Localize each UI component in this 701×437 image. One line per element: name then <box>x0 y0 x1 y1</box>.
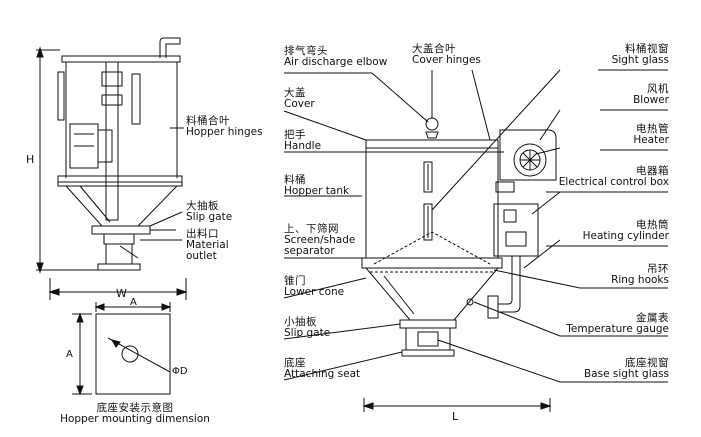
label-attaching-seat: 底座 Attaching seat <box>284 358 360 380</box>
blower-cn: 风机 <box>647 83 669 95</box>
dim-l: L <box>452 410 459 423</box>
hopper-hinges-cn: 料桶合叶 <box>186 115 230 127</box>
base-sight-glass-cn: 底座视窗 <box>625 357 669 369</box>
sight-glass-en: Sight glass <box>611 54 669 66</box>
label-slip-gate-small: 小抽板 Slip gate <box>284 317 330 339</box>
blower-en: Blower <box>633 94 669 106</box>
main-dryer <box>283 69 668 412</box>
label-cover: 大盖 Cover <box>284 88 315 110</box>
base-sight-glass-en: Base sight glass <box>583 368 669 380</box>
label-screen-separator: 上、下筛网 Screen/shade separator <box>284 224 355 257</box>
material-outlet-en2: outlet <box>186 250 217 262</box>
cover-en: Cover <box>284 98 315 110</box>
attaching-seat-en: Attaching seat <box>284 368 361 380</box>
cover-hinges-en: Cover hinges <box>412 54 481 66</box>
heater-cn: 电热管 <box>636 123 669 135</box>
attaching-seat-cn: 底座 <box>284 357 306 369</box>
slip-gate-large-en: Slip gate <box>186 211 233 223</box>
cover-hinges-cn: 大盖合叶 <box>412 43 456 55</box>
label-temperature-gauge: 金属表 Temperature gauge <box>566 313 669 335</box>
screen-separator-cn: 上、下筛网 <box>284 223 339 235</box>
dim-d: ΦD <box>172 366 188 377</box>
heater-en: Heater <box>633 134 669 146</box>
handle-en: Handle <box>284 140 322 152</box>
sight-glass-cn: 料桶视窗 <box>625 43 669 55</box>
slip-gate-small-cn: 小抽板 <box>284 316 317 328</box>
electrical-control-box-en: Electrical control box <box>558 176 669 188</box>
hopper-tank-cn: 料桶 <box>284 174 306 186</box>
dim-a-side: A <box>66 349 73 360</box>
material-outlet-en: Material <box>186 239 229 251</box>
left-dryer <box>36 37 188 300</box>
label-material-outlet: 出料口 Material outlet <box>186 229 229 262</box>
dim-w: W <box>116 287 127 300</box>
heating-cylinder-cn: 电热筒 <box>636 219 669 231</box>
temperature-gauge-en: Temperature gauge <box>566 323 669 335</box>
hopper-hinges-en: Hopper hinges <box>186 126 263 138</box>
label-lower-cone: 锥门 Lower cone <box>284 276 344 298</box>
label-sight-glass: 料桶视窗 Sight glass <box>612 44 669 66</box>
air-discharge-elbow-cn: 排气弯头 <box>284 45 328 57</box>
label-ring-hooks: 吊环 Ring hooks <box>611 264 669 286</box>
label-blower: 风机 Blower <box>633 84 669 106</box>
label-electrical-control-box: 电器箱 Electrical control box <box>559 166 669 188</box>
lower-cone-cn: 锥门 <box>284 275 306 287</box>
label-heating-cylinder: 电热筒 Heating cylinder <box>583 220 669 242</box>
screen-separator-en2: separator <box>284 245 335 257</box>
label-cover-hinges: 大盖合叶 Cover hinges <box>412 44 481 66</box>
label-hopper-tank: 料桶 Hopper tank <box>284 175 349 197</box>
label-hopper-hinges: 料桶合叶 Hopper hinges <box>186 116 263 138</box>
label-base-sight-glass: 底座视窗 Base sight glass <box>584 358 669 380</box>
slip-gate-small-en: Slip gate <box>284 327 331 339</box>
label-handle: 把手 Handle <box>284 130 321 152</box>
air-discharge-elbow-en: Air discharge elbow <box>284 56 388 68</box>
lower-cone-en: Lower cone <box>284 286 345 298</box>
heating-cylinder-en: Heating cylinder <box>582 230 669 242</box>
label-slip-gate-large: 大抽板 Slip gate <box>186 201 232 223</box>
ring-hooks-en: Ring hooks <box>611 274 669 286</box>
label-air-discharge-elbow: 排气弯头 Air discharge elbow <box>284 46 387 68</box>
mounting-plate <box>72 302 172 396</box>
label-mounting-dimension: 底座安装示意图 Hopper mounting dimension <box>60 403 210 425</box>
material-outlet-cn: 出料口 <box>186 228 219 240</box>
dim-a-top: A <box>130 297 137 308</box>
temperature-gauge-cn: 金属表 <box>636 312 669 324</box>
dim-h: H <box>26 153 35 166</box>
mounting-dimension-en: Hopper mounting dimension <box>60 413 210 425</box>
hopper-tank-en: Hopper tank <box>284 185 350 197</box>
label-heater: 电热管 Heater <box>633 124 669 146</box>
ring-hooks-cn: 吊环 <box>647 263 669 275</box>
mounting-dimension-cn: 底座安装示意图 <box>96 402 174 414</box>
cover-cn: 大盖 <box>284 87 306 99</box>
handle-cn: 把手 <box>284 129 306 141</box>
screen-separator-en: Screen/shade <box>284 234 356 246</box>
slip-gate-large-cn: 大抽板 <box>186 200 219 212</box>
electrical-control-box-cn: 电器箱 <box>636 165 669 177</box>
